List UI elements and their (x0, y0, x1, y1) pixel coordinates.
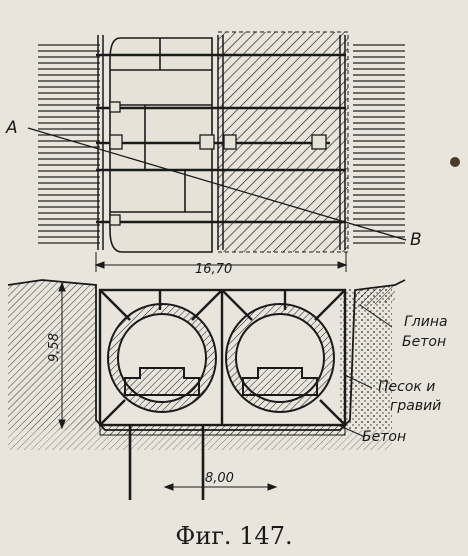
label-section-a: A (6, 118, 18, 138)
label-sand-line2: гравий (390, 398, 442, 414)
label-width: 16,70 (195, 262, 233, 277)
formwork-frame (98, 288, 347, 427)
label-section-b: B (410, 230, 422, 250)
figure-caption: Фиг. 147. (175, 522, 293, 550)
left-bank (38, 40, 100, 245)
bolt-plates (109, 101, 327, 226)
label-sand-line1: Песок и (378, 379, 436, 395)
ink-dot (450, 157, 460, 167)
pipe-left (107, 303, 217, 413)
sand-gravel-fill (340, 285, 392, 430)
label-spacing: 8,00 (205, 471, 234, 486)
leader-lines (337, 304, 393, 438)
pipe-right (225, 303, 335, 413)
label-height: 9,58 (46, 333, 62, 362)
spacing-dimension-line (163, 483, 278, 491)
cross-section (7, 279, 406, 500)
right-bank (353, 40, 405, 245)
width-dimension-line (94, 252, 348, 272)
label-clay: Глина (404, 314, 448, 330)
height-dimension-line (58, 281, 66, 430)
pipe-plan (109, 37, 213, 253)
section-line (27, 127, 407, 241)
label-concrete-top: Бетон (402, 334, 447, 350)
label-concrete-bottom: Бетон (362, 429, 407, 445)
plan-view (27, 31, 407, 272)
cross-frames (96, 53, 346, 224)
clay-layer (355, 285, 395, 308)
